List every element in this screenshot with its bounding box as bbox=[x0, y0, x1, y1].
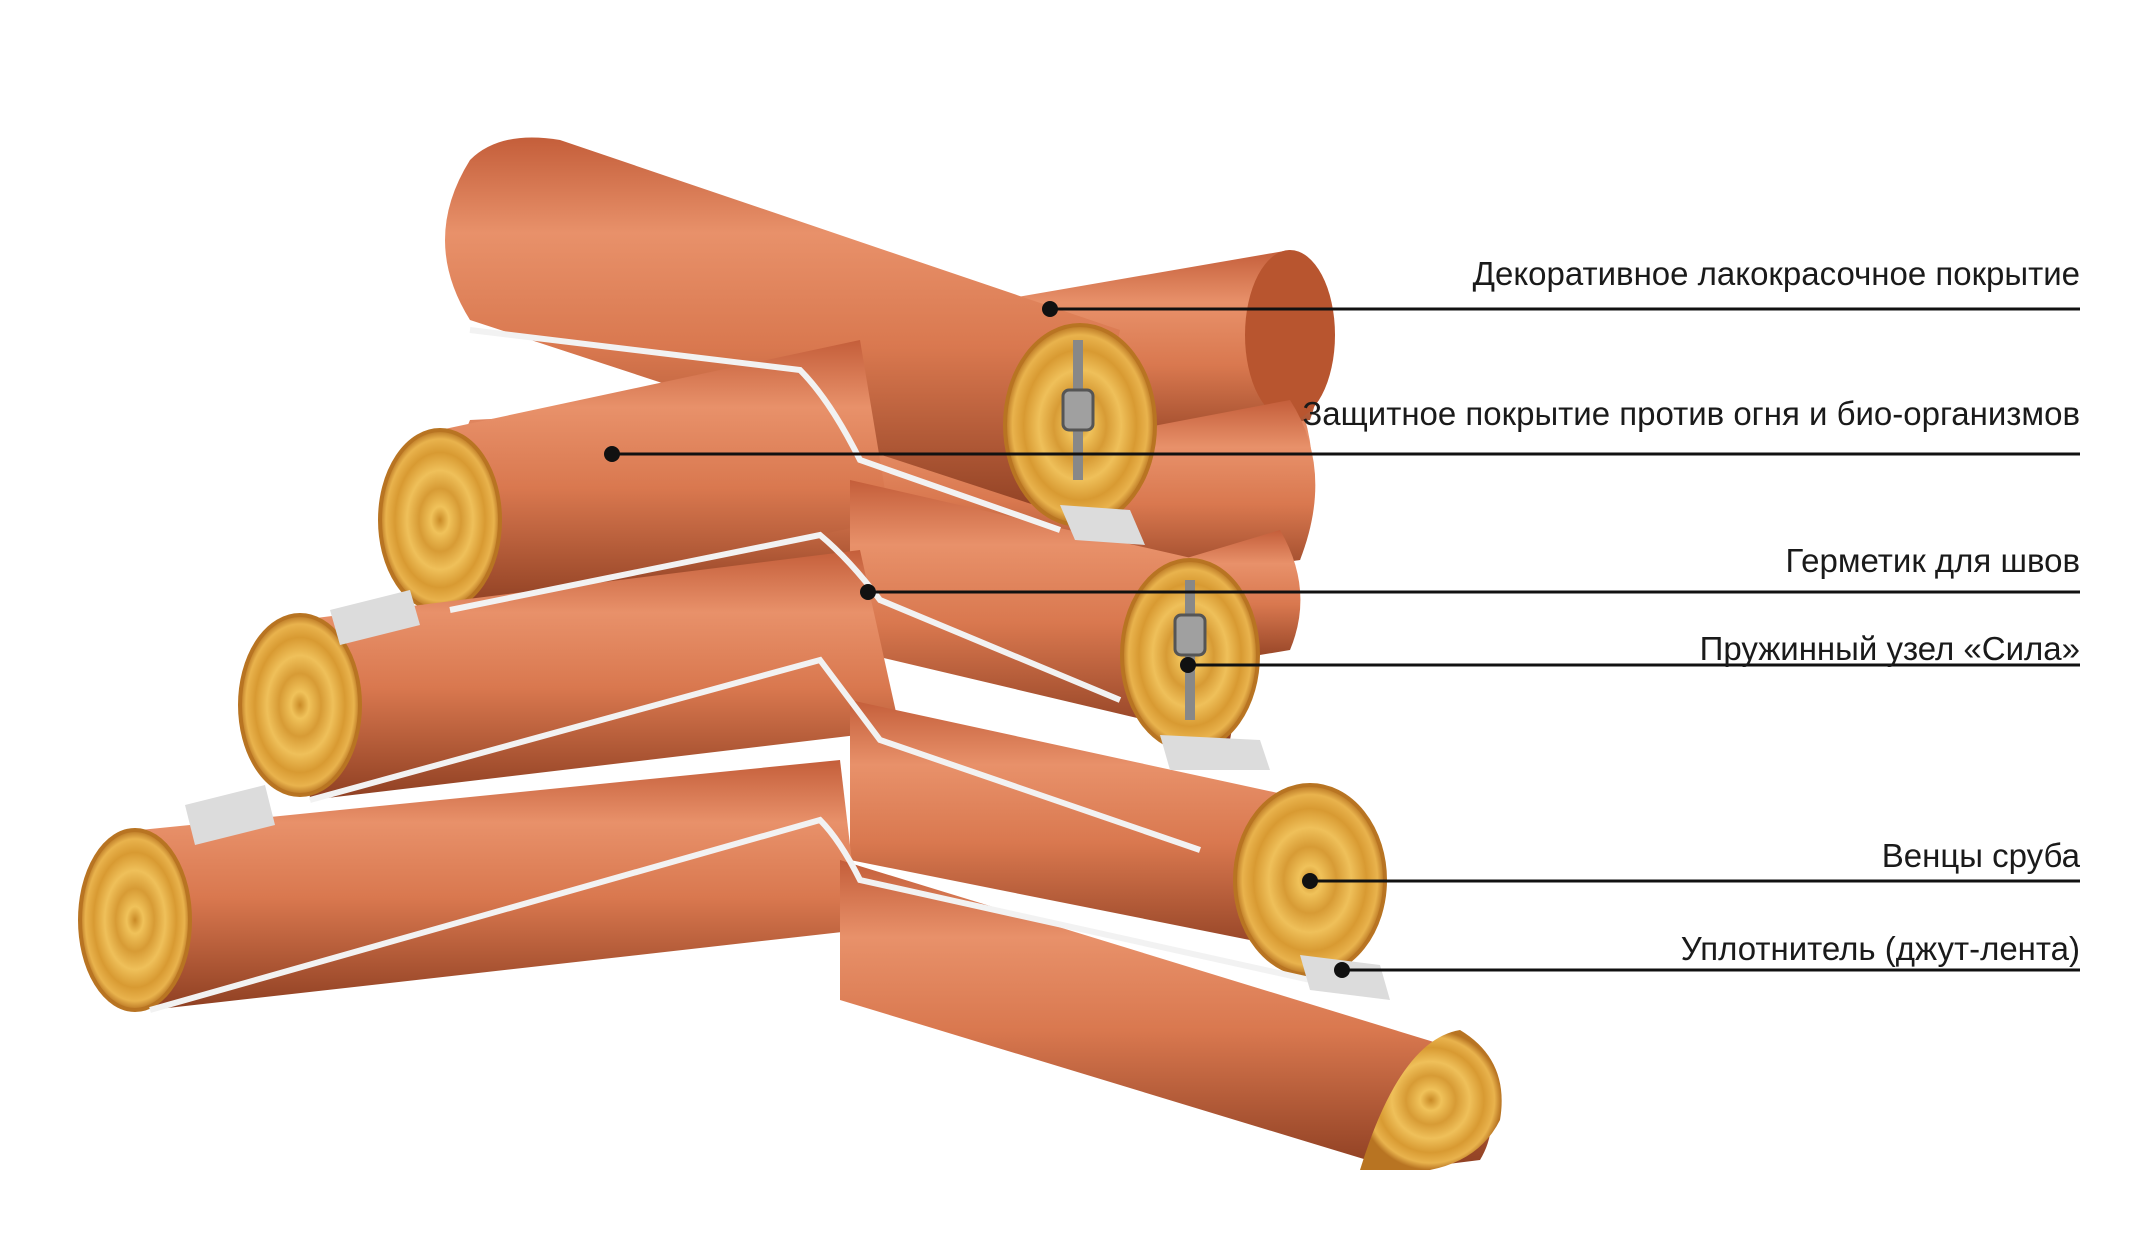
sealant-seams bbox=[149, 327, 1311, 1013]
callout-label-jute: Уплотнитель (джут-лента) bbox=[1681, 930, 2080, 967]
callout-crowns: Венцы сруба bbox=[1302, 837, 2081, 889]
leader-dot bbox=[1042, 301, 1058, 317]
callout-label-protect: Защитное покрытие против огня и био-орга… bbox=[1302, 395, 2080, 432]
spring-node-top bbox=[1061, 340, 1095, 480]
log-bottom-right bbox=[840, 860, 1502, 1170]
callout-label-crowns: Венцы сруба bbox=[1882, 837, 2081, 874]
jute-strips bbox=[185, 505, 1390, 1000]
callout-spring: Пружинный узел «Сила» bbox=[1180, 630, 2080, 673]
leader-dot bbox=[860, 584, 876, 600]
leader-dot bbox=[1334, 962, 1350, 978]
spring-node-mid bbox=[1173, 580, 1207, 720]
callout-sealant: Герметик для швов bbox=[860, 542, 2080, 600]
leader-dot bbox=[1302, 873, 1318, 889]
callout-label-spring: Пружинный узел «Сила» bbox=[1700, 630, 2080, 667]
log-left-bottom bbox=[78, 760, 860, 1012]
log-left-middle bbox=[238, 550, 900, 800]
bottom-log-end-grain bbox=[1360, 1030, 1502, 1170]
leader-dot bbox=[604, 446, 620, 462]
callout-protect: Защитное покрытие против огня и био-орга… bbox=[604, 395, 2080, 462]
leader-dot bbox=[1180, 657, 1196, 673]
callout-jute: Уплотнитель (джут-лента) bbox=[1334, 930, 2080, 978]
callout-label-sealant: Герметик для швов bbox=[1785, 542, 2080, 579]
callout-label-paint: Декоративное лакокрасочное покрытие bbox=[1473, 255, 2080, 292]
callout-paint: Декоративное лакокрасочное покрытие bbox=[1042, 255, 2080, 317]
